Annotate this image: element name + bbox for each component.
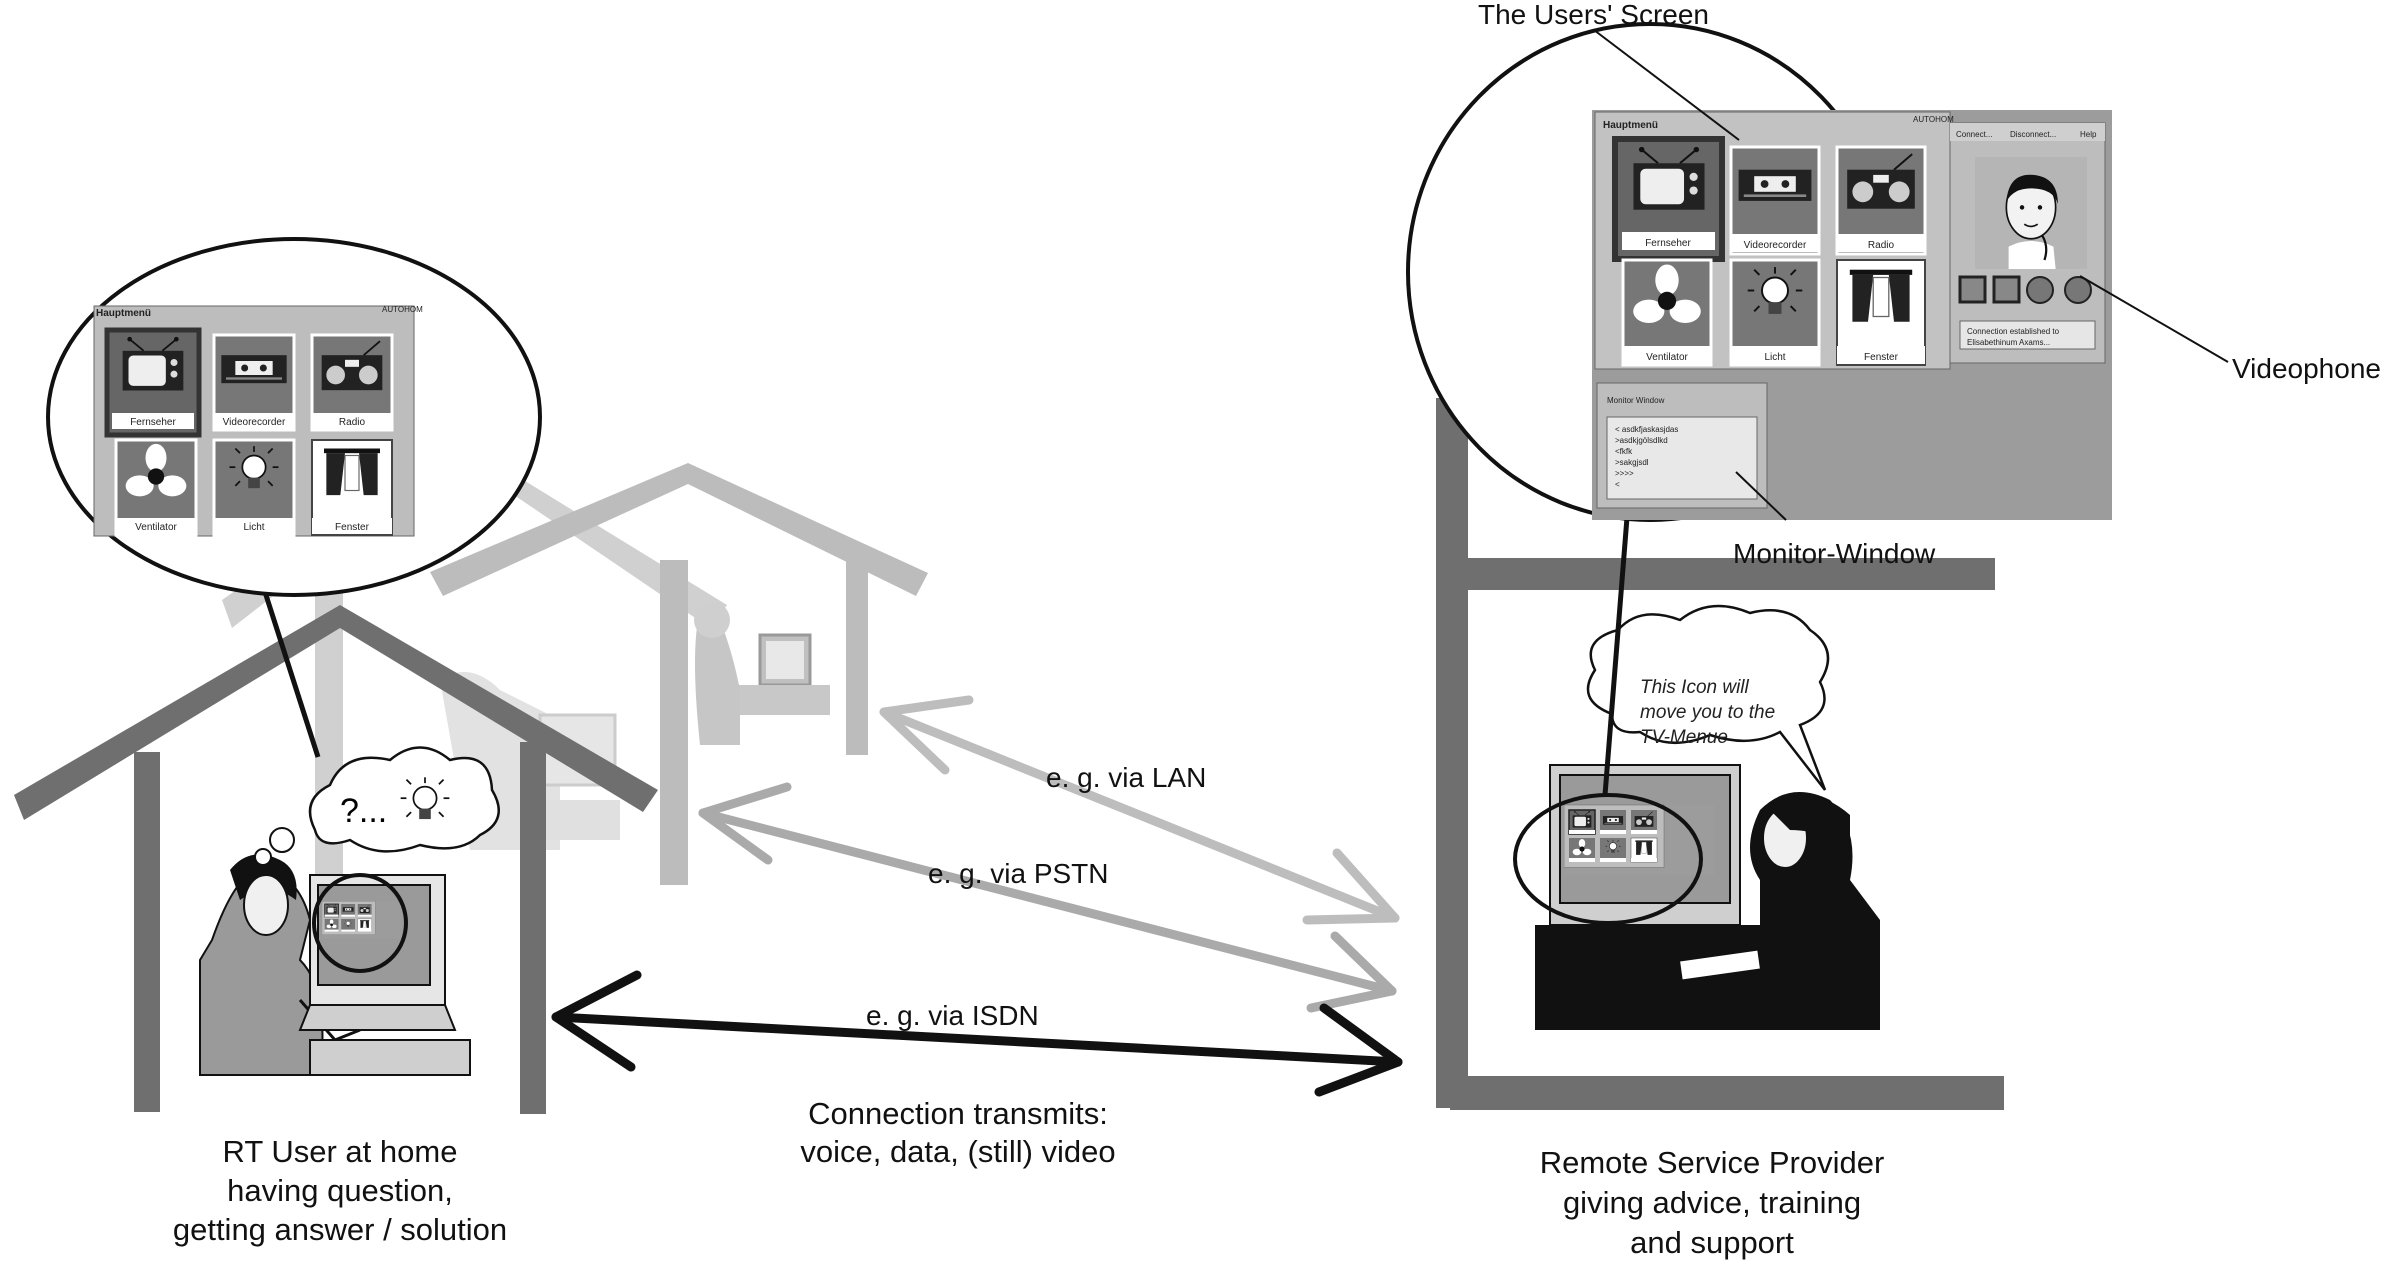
home-tile-label: Videorecorder [223, 417, 286, 428]
menu-title: Hauptmenü [1603, 120, 1658, 131]
menu-status: AUTOHOM [1913, 115, 1954, 124]
monitor-line: >sakgjsdl [1615, 458, 1649, 467]
connection-caption-line-2: voice, data, (still) video [800, 1134, 1115, 1169]
tile-fenster[interactable]: Fenster [1836, 259, 1926, 366]
monitor-window-label: Monitor-Window [1733, 538, 1936, 569]
provider-zoom-connector [1602, 504, 1631, 796]
monitor-line: < [1615, 480, 1620, 489]
tile-label: Radio [1868, 240, 1895, 251]
background-house-2 [430, 463, 928, 885]
user-caption-line-1: RT User at home [223, 1134, 458, 1169]
monitor-line: >asdkjgölsdlkd [1615, 436, 1668, 445]
monitor-window-title: Monitor Window [1607, 396, 1665, 405]
arrow-isdn [551, 970, 1403, 1097]
users-screen-pointer [1593, 29, 1740, 141]
monitor-line: <fkfk [1615, 447, 1633, 456]
monitor-window-panel: Monitor Window < asdkfjaskasjdas >asdkjg… [1596, 382, 1768, 509]
video-control-button[interactable] [2064, 276, 2092, 304]
connection-status-line-2: Elisabethinum Axams... [1967, 338, 2050, 347]
home-tile-fenster[interactable]: Fenster [311, 439, 393, 536]
home-menu-title: Hauptmenü [96, 308, 151, 319]
via-pstn-label: e. g. via PSTN [928, 858, 1109, 889]
home-menu-status: AUTOHOM [382, 305, 423, 314]
home-tile-ventilator[interactable]: Ventilator [114, 438, 198, 537]
tile-fernseher[interactable]: Fernseher [1612, 136, 1725, 262]
bubble-line-3: TV-Menue [1640, 727, 1728, 748]
monitor-window-pointer [1735, 471, 1787, 521]
home-tile-radio[interactable]: Radio [310, 333, 394, 432]
arrow-pstn [698, 782, 1397, 1013]
monitor-line: < asdkfjaskasjdas [1615, 425, 1678, 434]
help-menu[interactable]: Help [2080, 130, 2097, 139]
background-user-at-computer [694, 602, 830, 745]
users-screen-label: The Users' Screen [1478, 0, 1709, 30]
provider-building [1436, 398, 2004, 1110]
user-caption-line-2: having question, [227, 1173, 453, 1208]
tile-label: Fenster [1864, 352, 1899, 363]
tile-radio[interactable]: Radio [1835, 145, 1927, 256]
home-house [14, 605, 658, 1114]
provider-caption-line-1: Remote Service Provider [1540, 1145, 1885, 1180]
home-tile-label: Fenster [335, 522, 370, 533]
speech-bubble: This Icon will move you to the TV-Menue [1586, 604, 1830, 791]
connection-status-line-1: Connection established to [1967, 327, 2060, 336]
disconnect-menu[interactable]: Disconnect... [2010, 130, 2056, 139]
home-tile-licht[interactable]: Licht [212, 438, 296, 537]
bubble-line-1: This Icon will [1640, 677, 1750, 698]
home-zoom-connector [262, 591, 321, 758]
via-isdn-label: e. g. via ISDN [866, 1000, 1039, 1031]
tile-videorecorder[interactable]: Videorecorder [1729, 145, 1821, 256]
home-tile-videorecorder[interactable]: Videorecorder [212, 333, 296, 432]
vcr-icon [221, 355, 287, 384]
tile-label: Licht [1764, 352, 1785, 363]
videophone-label: Videophone [2232, 353, 2381, 384]
videophone-pointer [2079, 275, 2229, 363]
bubble-line-2: move you to the [1640, 702, 1775, 723]
video-control-button[interactable] [1958, 275, 1987, 304]
home-tile-label: Licht [243, 522, 264, 533]
tile-label: Videorecorder [1744, 240, 1807, 251]
tile-licht[interactable]: Licht [1729, 258, 1821, 367]
video-control-button[interactable] [1992, 275, 2021, 304]
thought-text: ?... [340, 792, 387, 830]
tile-label: Fernseher [1645, 238, 1691, 249]
videophone-panel: Connect... Disconnect... Help Connection… [1949, 122, 2106, 364]
thought-bubble: ?... [254, 746, 500, 866]
vcr-icon [1738, 169, 1812, 201]
arrow-lan [879, 695, 1400, 925]
provider-screen-highlight [1513, 793, 1703, 925]
provider-caption-line-2: giving advice, training [1563, 1185, 1861, 1220]
user-caption-line-3: getting answer / solution [173, 1212, 507, 1247]
video-control-button[interactable] [2026, 276, 2054, 304]
monitor-line: >>>> [1615, 469, 1634, 478]
home-tile-label: Fernseher [130, 417, 176, 428]
home-user-at-computer [199, 854, 471, 1076]
videophone-face-image [1975, 157, 2087, 269]
home-tile-fernseher[interactable]: Fernseher [104, 327, 202, 438]
via-lan-label: e. g. via LAN [1046, 762, 1206, 793]
provider-screen-zoom: Hauptmenü AUTOHOM Fernseher Videorecorde… [1406, 22, 2112, 522]
home-tile-label: Ventilator [135, 522, 177, 533]
home-screen-highlight [312, 873, 408, 973]
tile-label: Ventilator [1646, 352, 1688, 363]
connection-caption-line-1: Connection transmits: [808, 1096, 1108, 1131]
home-tile-label: Radio [339, 417, 366, 428]
provider-caption-line-3: and support [1630, 1225, 1794, 1260]
tile-ventilator[interactable]: Ventilator [1621, 258, 1713, 367]
provider-at-computer [1535, 764, 1880, 1030]
home-screen-zoom: Hauptmenü AUTOHOM Fernseher Videorecorde… [46, 237, 542, 597]
connect-menu[interactable]: Connect... [1956, 130, 1992, 139]
